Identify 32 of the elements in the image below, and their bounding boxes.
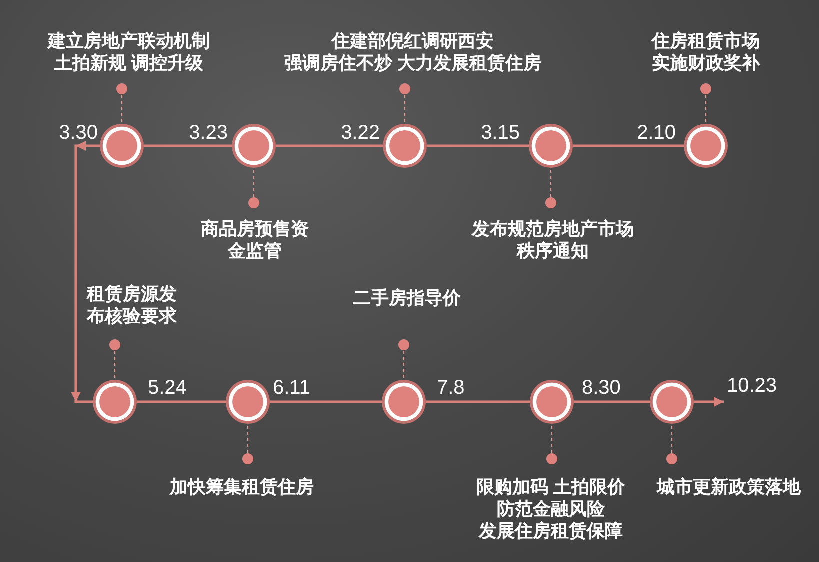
date-label: 10.23 xyxy=(727,375,778,397)
timeline-line xyxy=(270,400,382,404)
timeline-line xyxy=(137,400,226,404)
timeline-line xyxy=(427,144,529,148)
event-text: 住房租赁市场实施财政奖补 xyxy=(650,30,762,74)
event-text: 发布规范房地产市场秩序通知 xyxy=(470,218,635,262)
date-label: 3.30 xyxy=(59,122,98,144)
event-text: 租赁房源发布核验要求 xyxy=(86,283,178,327)
date-label: 2.10 xyxy=(637,122,676,144)
timeline-line xyxy=(573,144,684,148)
event-text: 建立房地产联动机制 xyxy=(48,30,210,52)
event-text: 强调房住不炒 大力发展租赁住房 xyxy=(284,52,542,74)
event-text: 发展住房租赁保障 xyxy=(479,520,623,542)
event-text: 防范金融风险 xyxy=(497,498,605,520)
timeline-line xyxy=(144,144,232,148)
event-text: 住建部倪红调研西安 xyxy=(332,30,494,52)
event-text: 城市更新政策落地 xyxy=(657,476,801,498)
timeline-line xyxy=(276,144,383,148)
event-text: 商品房预售资金监管 xyxy=(200,218,310,262)
date-label: 8.30 xyxy=(582,377,621,399)
timeline-line xyxy=(574,400,650,404)
event-text: 土拍新规 调控升级 xyxy=(54,52,204,74)
event-text: 二手房指导价 xyxy=(353,287,461,309)
date-label: 3.22 xyxy=(341,122,380,144)
event-text: 加快筹集租赁住房 xyxy=(170,476,314,498)
date-label: 3.15 xyxy=(481,122,520,144)
event-text: 限购加码 土拍限价 xyxy=(476,476,626,498)
date-label: 7.8 xyxy=(437,377,465,399)
date-label: 6.11 xyxy=(273,377,310,399)
date-label: 5.24 xyxy=(148,377,187,399)
timeline-line xyxy=(426,400,530,404)
date-label: 3.23 xyxy=(189,122,228,144)
